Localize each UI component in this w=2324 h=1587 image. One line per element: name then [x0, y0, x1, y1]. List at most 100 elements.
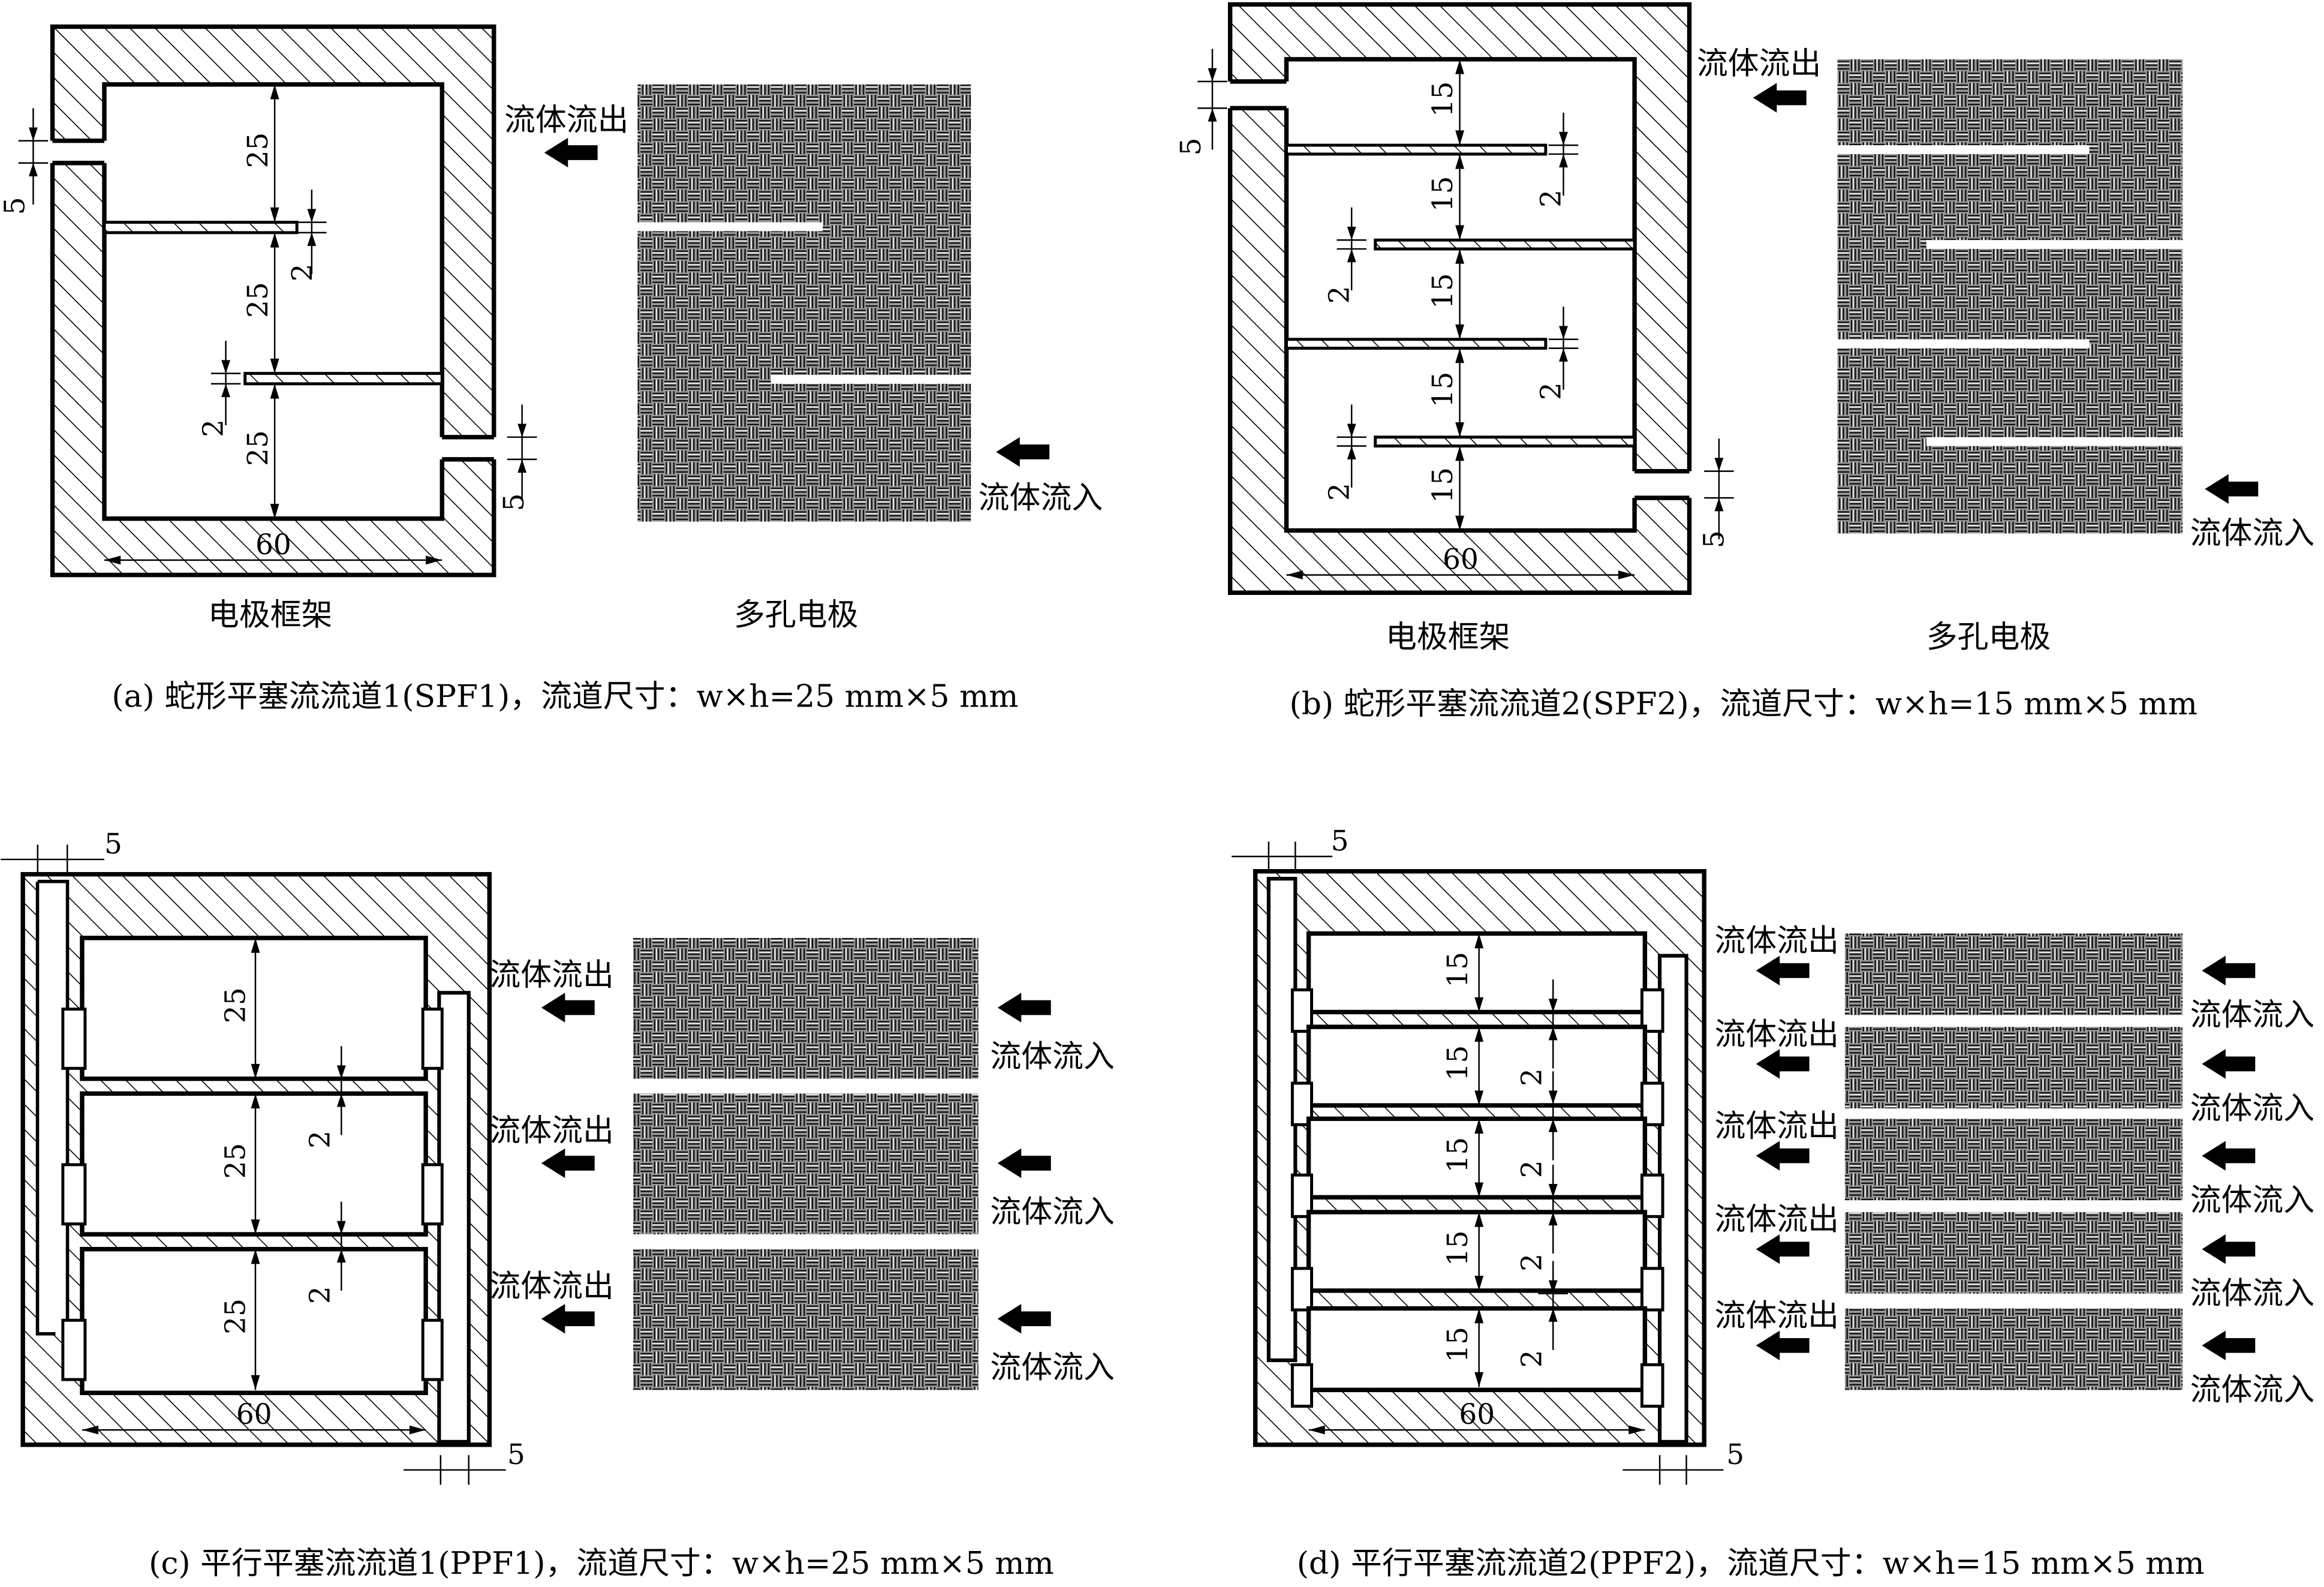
- flow-arrow-icon: [997, 993, 1051, 1023]
- dimension-label: 2: [1535, 382, 1568, 400]
- dimension-arrow-icon: [29, 127, 38, 141]
- dimension-arrow-icon: [1714, 498, 1724, 512]
- dimension-label: 25: [242, 133, 275, 169]
- dimension-label: 60: [1443, 543, 1479, 576]
- dimension-label: 25: [242, 282, 275, 318]
- panel-a-spf1: 252525602255流体流出流体流入电极框架多孔电极(a) 蛇形平塞流流道1…: [0, 24, 1103, 714]
- dimension-arrow-icon: [1474, 1308, 1484, 1324]
- inflow-label: 流体流入: [979, 480, 1103, 516]
- dimension-arrow-icon: [1455, 422, 1464, 437]
- dimension-arrow-icon: [251, 937, 260, 953]
- channel-chamber: [80, 1247, 428, 1396]
- dimension-arrow-icon: [1455, 249, 1464, 264]
- dimension-label: 5: [104, 828, 122, 861]
- dimension-label: 15: [1426, 81, 1459, 117]
- flow-arrow-icon: [1756, 1049, 1810, 1079]
- frame-label: 电极框架: [1386, 620, 1510, 656]
- dimension-label: 25: [219, 1299, 252, 1334]
- dimension-arrow-icon: [1548, 1308, 1558, 1322]
- outflow-label: 流体流出: [1715, 923, 1840, 959]
- outflow-label: 流体流出: [1715, 1298, 1840, 1334]
- inflow-label: 流体流入: [2190, 1090, 2315, 1126]
- dimension-arrow-icon: [251, 1375, 260, 1390]
- dimension-arrow-icon: [1559, 131, 1568, 146]
- dimension-label: 15: [1426, 467, 1459, 503]
- dimension-arrow-icon: [251, 1249, 260, 1264]
- dimension-label: 15: [1441, 952, 1474, 988]
- dimension-arrow-icon: [307, 232, 317, 247]
- dimension-arrow-icon: [1474, 1027, 1484, 1042]
- outlet-connector: [61, 1318, 87, 1381]
- outflow-label: 流体流出: [489, 1113, 614, 1149]
- inlet-connector: [421, 1318, 444, 1381]
- dimension-arrow-icon: [1208, 68, 1217, 82]
- outflow-label: 流体流出: [489, 1269, 614, 1305]
- dimension-label: 60: [255, 528, 291, 561]
- dimension-label: 2: [1515, 1068, 1548, 1086]
- porous-electrode: [633, 1249, 979, 1390]
- dimension-arrow-icon: [1474, 1212, 1484, 1227]
- flow-arrow-icon: [541, 1304, 595, 1334]
- dimension-label: 2: [1515, 1254, 1548, 1272]
- dimension-arrow-icon: [336, 1249, 346, 1263]
- dimension-arrow-icon: [1474, 1090, 1484, 1106]
- dimension-arrow-icon: [1474, 1276, 1484, 1291]
- porous-electrode: [1837, 59, 2183, 534]
- dimension-label: 5: [1175, 138, 1208, 156]
- caption-d: (d) 平行平塞流流道2(PPF2)，流道尺寸：w×h=15 mm×5 mm: [1297, 1546, 2205, 1582]
- inlet-connector: [1640, 1363, 1664, 1408]
- baffle: [243, 372, 444, 386]
- dimension-arrow-icon: [270, 358, 279, 374]
- flow-arrow-icon: [1756, 1141, 1810, 1171]
- outlet-connector: [61, 1008, 87, 1070]
- outlet-connector: [1290, 1173, 1313, 1218]
- outflow-label: 流体流出: [489, 957, 614, 993]
- dimension-arrow-icon: [251, 1093, 260, 1108]
- dimension-arrow-icon: [1208, 108, 1217, 122]
- dimension-arrow-icon: [1559, 154, 1568, 168]
- electrode-slot: [770, 375, 974, 384]
- dimension-label: 25: [242, 430, 275, 466]
- electrode-label: 多孔电极: [1926, 620, 2051, 656]
- inflow-label: 流体流入: [990, 1350, 1115, 1386]
- electrode-slot: [1834, 145, 2090, 154]
- dimension-label: 5: [498, 493, 531, 511]
- panel-c-ppf1: 252525226055流体流出流体流入流体流出流体流入流体流出流体流入(c) …: [1, 828, 1115, 1582]
- dimension-arrow-icon: [517, 459, 527, 473]
- dimension-arrow-icon: [270, 504, 279, 519]
- dimension-label: 25: [219, 1143, 252, 1179]
- porous-electrode: [633, 937, 979, 1079]
- porous-electrode: [1844, 1308, 2183, 1390]
- flow-arrow-icon: [996, 437, 1050, 467]
- dimension-arrow-icon: [1474, 1372, 1484, 1387]
- dimension-arrow-icon: [1286, 570, 1303, 579]
- inflow-label: 流体流入: [2190, 1372, 2315, 1408]
- dimension-arrow-icon: [336, 1093, 346, 1107]
- dimension-arrow-icon: [517, 423, 527, 437]
- inflow-label: 流体流入: [2190, 516, 2315, 552]
- dimension-label: 2: [1515, 1349, 1548, 1367]
- dimension-label: 15: [1426, 273, 1459, 309]
- dimension-arrow-icon: [1455, 225, 1464, 241]
- dimension-arrow-icon: [1347, 227, 1356, 241]
- dimension-arrow-icon: [409, 1425, 426, 1435]
- dimension-label: 2: [1535, 190, 1568, 208]
- outlet-connector: [1290, 988, 1313, 1033]
- channel-chamber: [80, 1091, 428, 1237]
- dimension-label: 2: [1323, 286, 1356, 304]
- outflow-label: 流体流出: [1715, 1017, 1840, 1053]
- flow-arrow-icon: [1756, 1234, 1810, 1264]
- dimension-arrow-icon: [251, 1219, 260, 1234]
- outlet-connector: [61, 1163, 87, 1226]
- baffle: [103, 221, 299, 235]
- baffle: [1374, 435, 1636, 448]
- dimension-arrow-icon: [1548, 1027, 1558, 1041]
- dimension-label: 2: [1323, 483, 1356, 501]
- flow-arrow-icon: [544, 137, 598, 168]
- dimension-arrow-icon: [1474, 933, 1484, 949]
- outlet-port: [1227, 81, 1290, 109]
- outflow-label: 流体流出: [1697, 46, 1822, 82]
- dimension-label: 2: [304, 1286, 337, 1304]
- dimension-arrow-icon: [1455, 324, 1464, 339]
